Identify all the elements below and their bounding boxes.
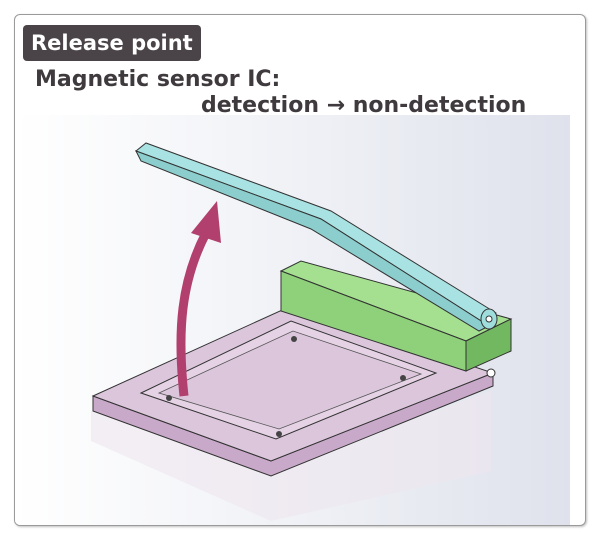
title-line-1: Magnetic sensor IC:: [35, 67, 281, 92]
base-reflection: [91, 391, 491, 521]
release-point-badge: Release point: [23, 25, 201, 61]
magnet-block: [279, 260, 513, 372]
lift-arrow: [176, 201, 221, 397]
device-illustration: [91, 142, 513, 521]
title-line-2: detection → non-detection: [201, 93, 527, 118]
lid: [134, 142, 498, 378]
diagram-card: Release point Magnetic sensor IC: detect…: [14, 14, 586, 526]
